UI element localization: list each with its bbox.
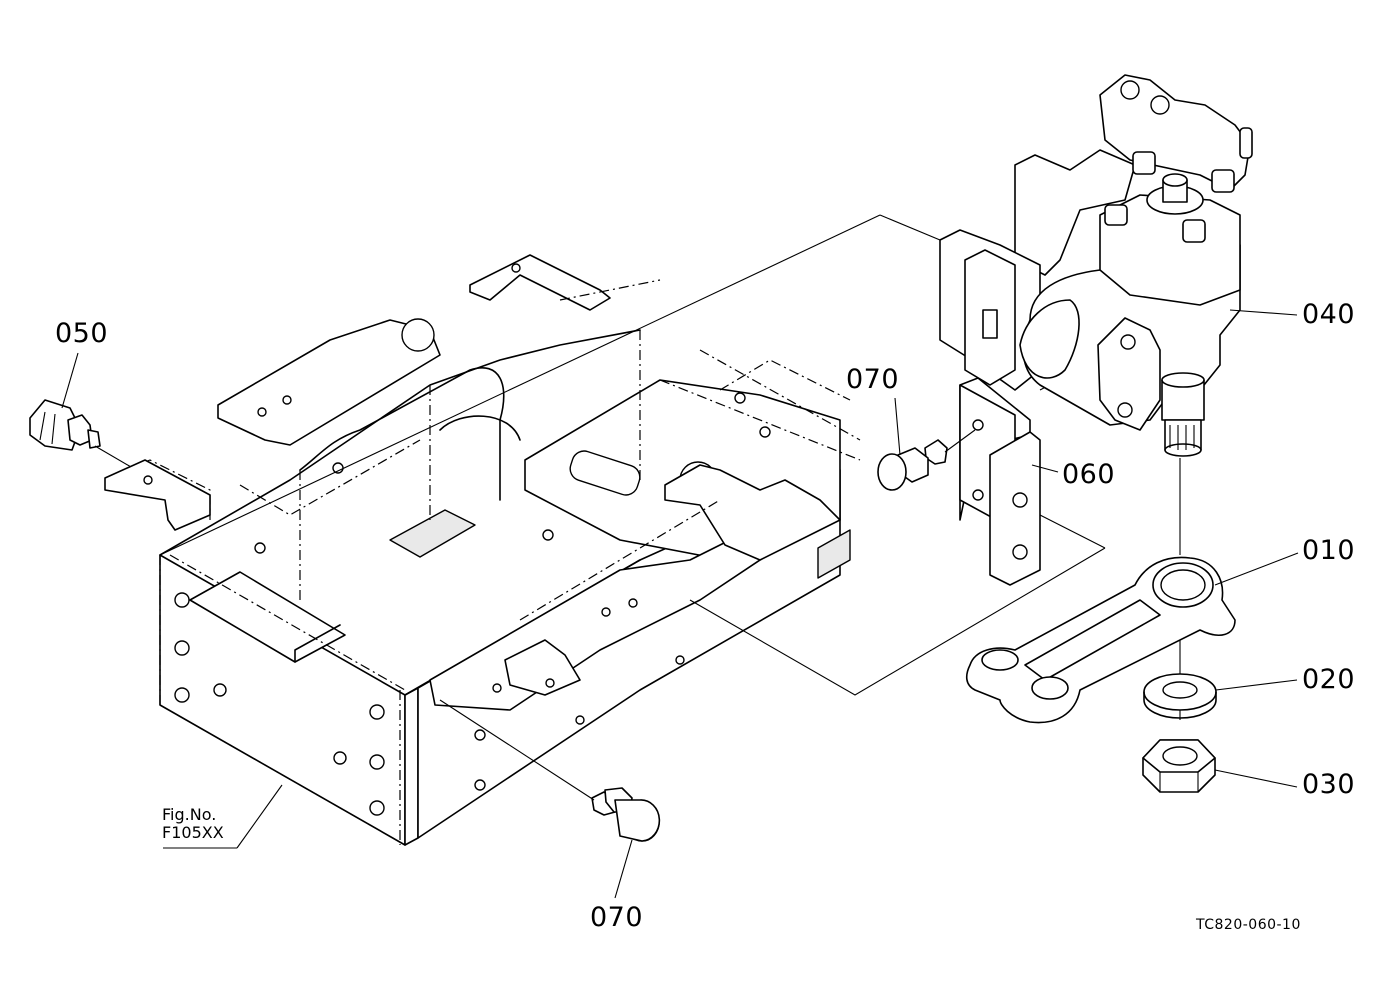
part-030-nut xyxy=(1142,739,1298,793)
part-070-lower-bolt xyxy=(439,699,661,842)
callout-010: 010 xyxy=(1302,535,1356,566)
part-010-arm xyxy=(965,552,1299,724)
part-050-plug xyxy=(29,399,211,531)
callout-020: 020 xyxy=(1302,664,1356,695)
leader-lines xyxy=(61,352,901,899)
callout-030: 030 xyxy=(1302,769,1356,800)
part-060-bracket xyxy=(959,377,1059,586)
callout-070-lower: 070 xyxy=(590,902,644,933)
figure-reference: Fig.No. F105XX xyxy=(162,805,224,843)
figure-reference-label: Fig.No. xyxy=(162,805,217,824)
drawing-code: TC820-060-10 xyxy=(1196,917,1301,933)
figure-reference-number: F105XX xyxy=(162,823,224,843)
callout-070-upper: 070 xyxy=(846,364,900,395)
part-040-steering-unit xyxy=(939,74,1298,457)
callout-050: 050 xyxy=(55,318,109,349)
front-frame-assembly xyxy=(104,254,861,846)
callout-060: 060 xyxy=(1062,459,1116,490)
callout-040: 040 xyxy=(1302,299,1356,330)
part-020-washer xyxy=(1143,673,1298,719)
part-070-upper-bolt xyxy=(877,429,976,491)
